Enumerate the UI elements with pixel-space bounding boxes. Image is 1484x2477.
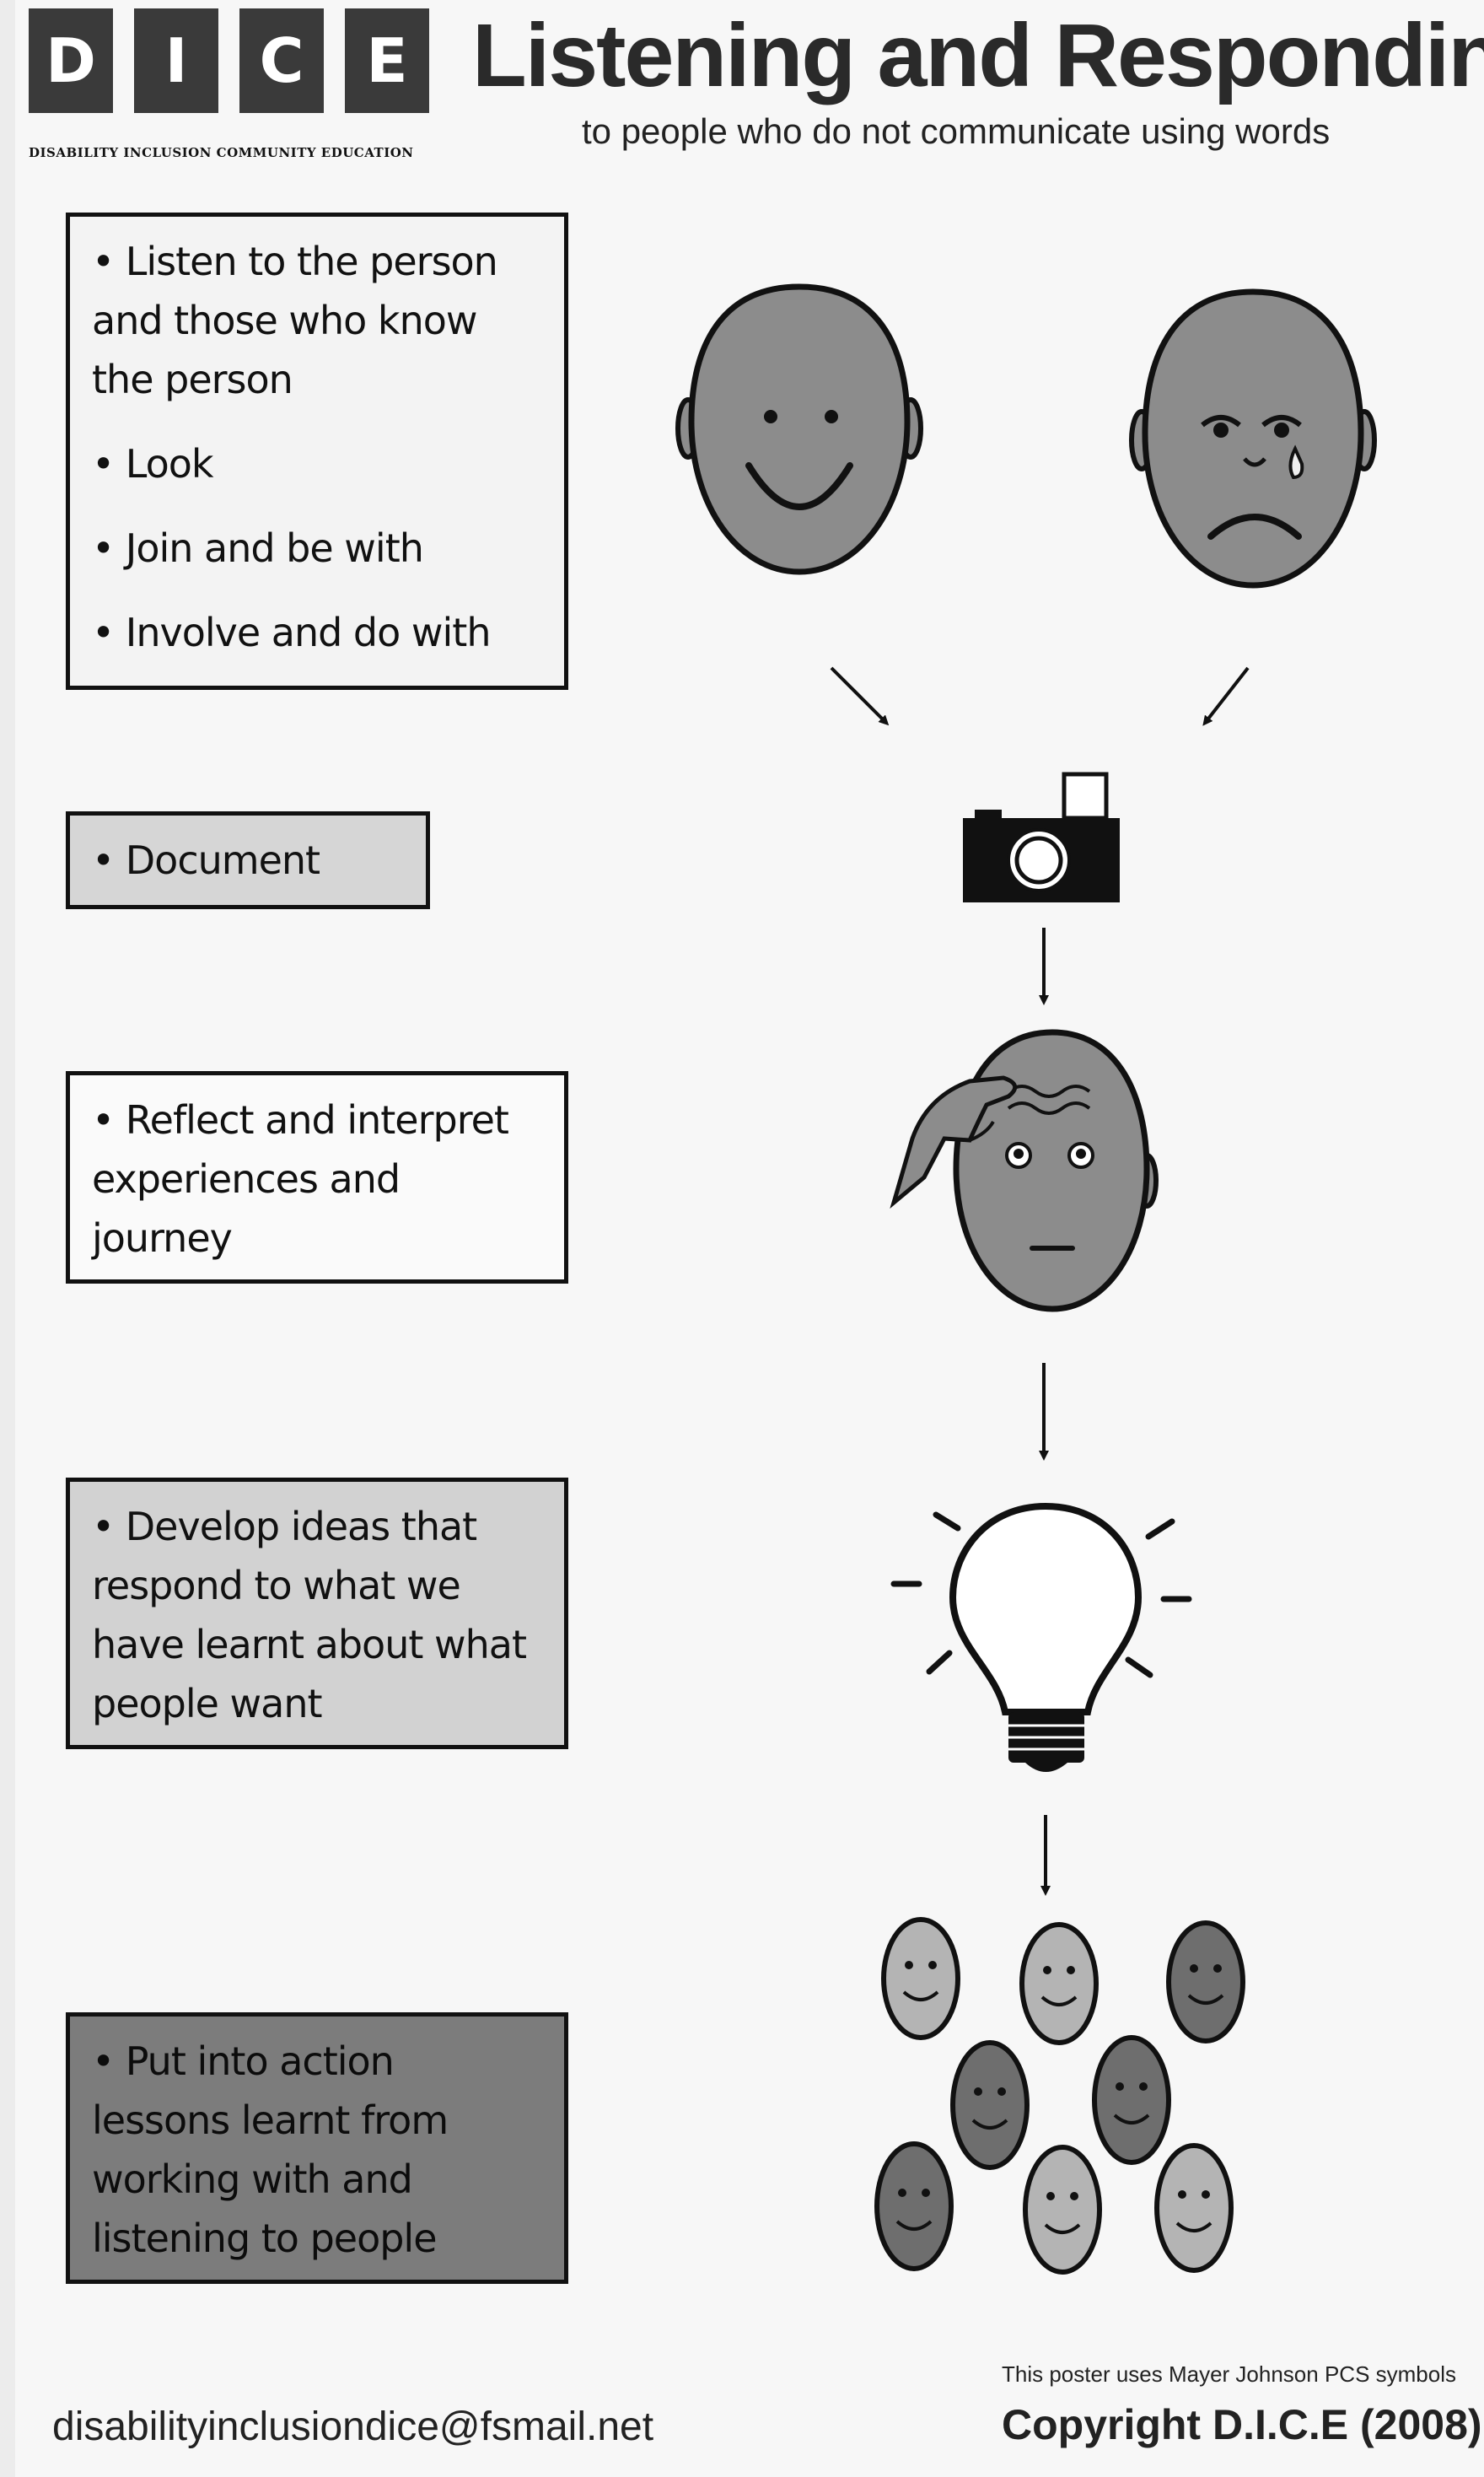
logo-letter-d: D (29, 8, 113, 113)
involve-line: • Involve and do with (92, 610, 492, 655)
logo-letter-i: I (134, 8, 218, 113)
reflect-box: • Reflect and interpret experiences and … (66, 1071, 568, 1284)
dice-logo: D I C E DISABILITY INCLUSION COMMUNITY E… (29, 8, 442, 160)
action-line: listening to people (92, 2216, 438, 2261)
action-line: • Put into action (92, 2038, 395, 2084)
develop-line: have learnt about what (92, 1622, 527, 1667)
page-subtitle: to people who do not communicate using w… (582, 111, 1331, 151)
develop-line: people want (92, 1681, 323, 1726)
action-line: working with and (92, 2157, 413, 2202)
listen-line: • Listen to the person (92, 239, 498, 284)
camera-icon (963, 772, 1120, 902)
pcs-credit: This poster uses Mayer Johnson PCS symbo… (1002, 2361, 1456, 2387)
page-title: Listening and Responding (472, 6, 1484, 105)
action-line: lessons learnt from (92, 2097, 449, 2143)
group-of-faces-icon (874, 1917, 1245, 2275)
listen-box: • Listen to the person and those who kno… (66, 213, 568, 690)
light-bulb-icon (890, 1502, 1192, 1772)
reflect-line: journey (92, 1215, 233, 1261)
reflect-line: • Reflect and interpret (92, 1097, 509, 1143)
look-line: • Look (92, 441, 214, 487)
document-line: • Document (92, 837, 320, 883)
document-box: • Document (66, 811, 430, 909)
reflect-line: experiences and (92, 1156, 401, 1202)
left-border (0, 0, 15, 2477)
join-line: • Join and be with (92, 525, 424, 571)
sad-crying-face-icon (1129, 288, 1377, 589)
copyright: Copyright D.I.C.E (2008) (1002, 2401, 1482, 2448)
develop-line: • Develop ideas that (92, 1504, 477, 1549)
logo-subtitle: DISABILITY INCLUSION COMMUNITY EDUCATION (29, 145, 414, 160)
thinking-face-icon (890, 1029, 1159, 1312)
develop-line: respond to what we (92, 1563, 461, 1608)
listen-line: the person (92, 357, 293, 402)
logo-letter-e: E (345, 8, 429, 113)
action-box: • Put into action lessons learnt from wo… (66, 2012, 568, 2284)
listen-line: and those who know (92, 298, 478, 343)
logo-letter-c: C (239, 8, 324, 113)
happy-face-icon (675, 283, 923, 575)
arrow-icon (1202, 666, 1250, 726)
develop-box: • Develop ideas that respond to what we … (66, 1478, 568, 1749)
contact-email: disabilityinclusiondice@fsmail.net (52, 2404, 654, 2449)
arrow-icon (830, 666, 890, 726)
